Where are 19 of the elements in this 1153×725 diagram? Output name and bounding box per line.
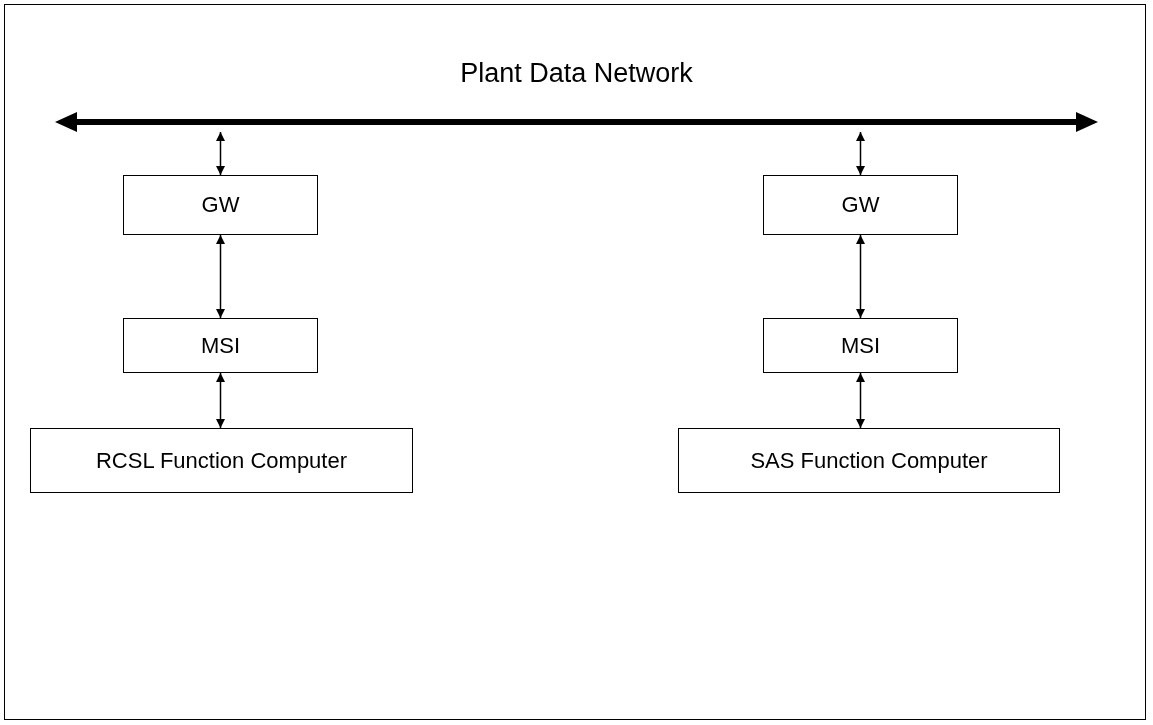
- box-label: SAS Function Computer: [750, 447, 988, 474]
- arrow: [856, 372, 865, 429]
- process-box: [123, 175, 318, 235]
- box-label: MSI: [840, 332, 881, 359]
- box-label: MSI: [200, 332, 241, 359]
- process-box: [763, 318, 958, 373]
- process-box: [678, 428, 1060, 493]
- box-label: GW: [841, 192, 880, 218]
- arrow: [216, 372, 225, 429]
- arrow: [856, 131, 865, 176]
- network-heading: Plant Data Network: [460, 58, 693, 89]
- process-box: [30, 428, 413, 493]
- box-label: RCSL Function Computer: [95, 447, 348, 474]
- arrow: [216, 234, 225, 319]
- arrow: [856, 234, 865, 319]
- process-box: [763, 175, 958, 235]
- process-box: [123, 318, 318, 373]
- box-label: GW: [201, 192, 240, 218]
- arrow: [216, 131, 225, 176]
